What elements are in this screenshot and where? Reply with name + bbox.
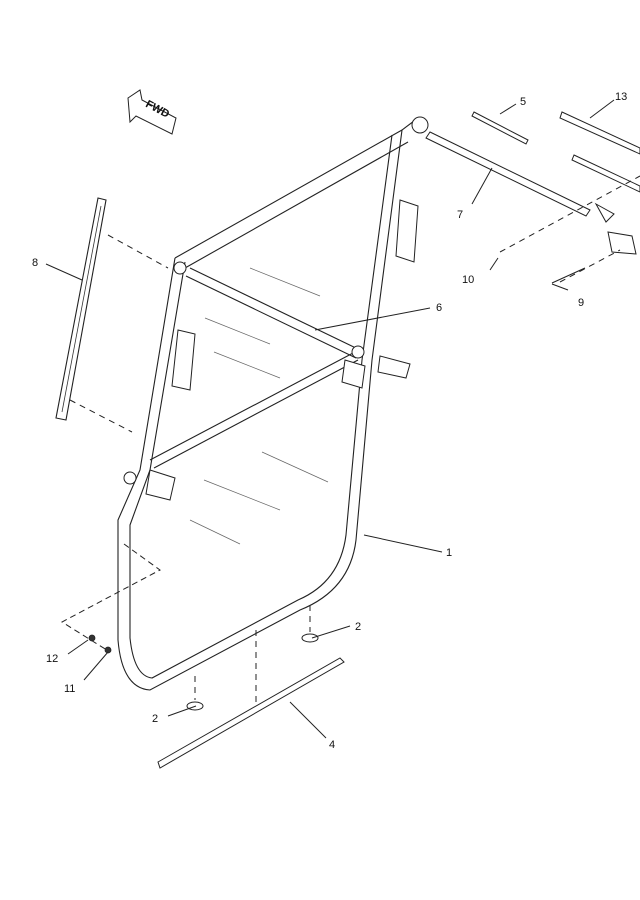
washer-12-part <box>88 634 96 642</box>
callout-9: 9 <box>578 297 584 309</box>
dash-box-fastener <box>60 543 161 653</box>
callout-6: 6 <box>436 302 442 314</box>
door-frame <box>117 116 429 691</box>
bottom-parts <box>157 633 345 769</box>
callout-12: 12 <box>46 653 58 665</box>
glass-reflections <box>189 267 329 545</box>
callout-10: 10 <box>462 274 474 286</box>
callout-11: 11 <box>64 683 75 695</box>
callout-2-left: 2 <box>152 713 158 725</box>
callout-5: 5 <box>520 96 526 108</box>
callout-13: 13 <box>615 91 627 103</box>
leader-lines <box>45 99 615 739</box>
screw-11-part <box>104 646 112 654</box>
callout-7: 7 <box>457 209 463 221</box>
rail-parts <box>377 111 640 379</box>
fwd-arrow-icon: FWD <box>127 89 177 135</box>
dash-guide-bolt-9 <box>559 249 621 283</box>
callout-4: 4 <box>329 739 335 751</box>
dash-guide-upper <box>107 234 169 269</box>
seal-strip-part <box>55 197 107 421</box>
callout-8: 8 <box>32 257 38 269</box>
dash-guide-lower <box>69 399 133 433</box>
callout-1: 1 <box>446 547 452 559</box>
bolt-9-part <box>551 267 586 284</box>
callout-2-right: 2 <box>355 621 361 633</box>
dash-guide-bolt-10 <box>499 175 640 253</box>
